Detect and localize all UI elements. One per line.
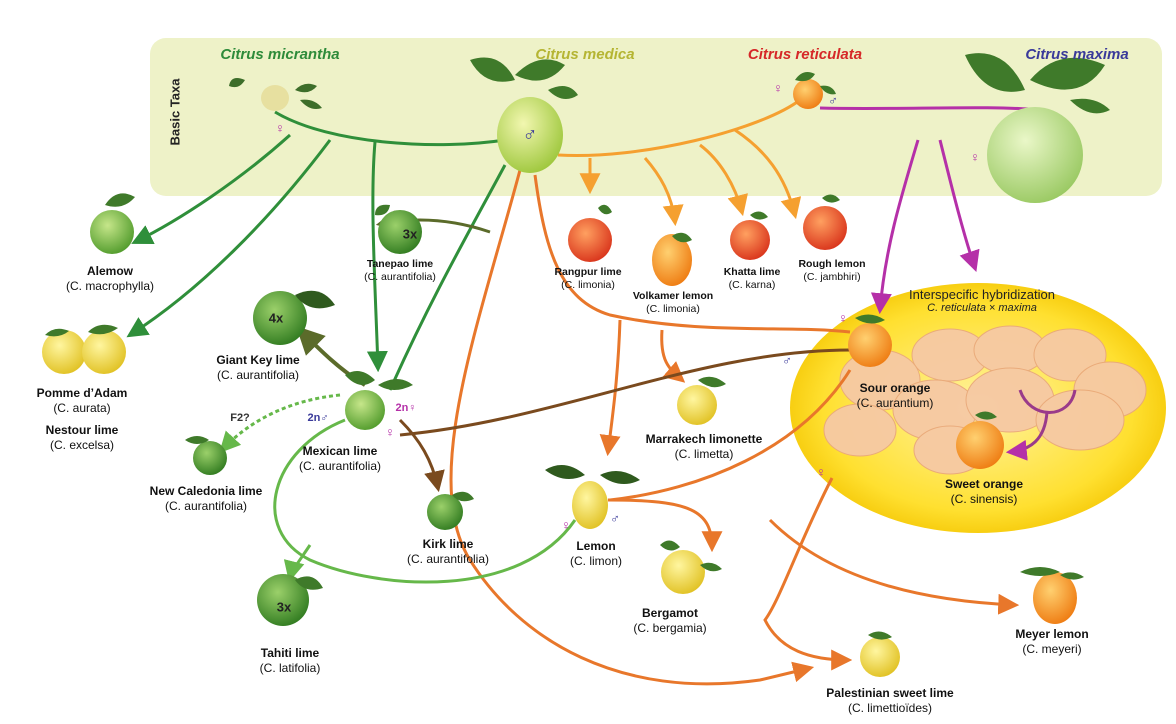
label-marrakech: Marrakech limonette(C. limetta) xyxy=(645,432,763,461)
taxon-micrantha: Citrus micrantha xyxy=(220,46,340,63)
label-mexican: Mexican lime(C. aurantifolia) xyxy=(298,444,382,473)
female-symbol: ♀ xyxy=(816,464,826,480)
taxon-medica: Citrus medica xyxy=(535,46,635,63)
taxon-reticulata: Citrus reticulata xyxy=(747,46,863,63)
fruit-bergamot xyxy=(660,540,722,594)
label-lemon: Lemon(C. limon) xyxy=(569,539,623,568)
female-symbol: ♀ xyxy=(970,149,980,165)
label-palestinian: Palestinian sweet lime(C. limettioïdes) xyxy=(826,686,954,715)
hybridization-subtitle: C. reticulata × maxima xyxy=(927,302,1037,314)
fruit-pomme xyxy=(42,324,126,374)
fruit-marrakech xyxy=(677,376,726,425)
male-symbol: ♂ xyxy=(828,92,838,108)
label-tanepao: Tanepao lime(C. aurantifolia) xyxy=(364,258,436,283)
male-symbol: ♂ xyxy=(610,510,620,526)
hybridization-box: Interspecific hybridization C. reticulat… xyxy=(909,287,1055,314)
label-giantkey: Giant Key lime(C. aurantifolia) xyxy=(216,353,300,382)
label-tahiti: Tahiti lime(C. latifolia) xyxy=(259,646,321,675)
female-symbol: ♀ xyxy=(838,310,848,326)
ploidy-tahiti: 3x xyxy=(276,599,292,615)
label-kirk: Kirk lime(C. aurantifolia) xyxy=(406,537,490,566)
fruit-rangpur xyxy=(568,204,612,262)
fruit-meyer xyxy=(1020,567,1084,624)
label-bergamot: Bergamot(C. bergamia) xyxy=(633,606,707,635)
fruit-sweet xyxy=(956,411,1004,469)
basic-taxa-band xyxy=(150,38,1162,196)
hybridization-title: Interspecific hybridization xyxy=(909,287,1055,302)
fruit-giantkey xyxy=(253,290,335,345)
fruit-micrantha xyxy=(229,78,322,111)
label-alemow: Alemow(C. macrophylla) xyxy=(65,264,155,293)
fruit-kirk xyxy=(427,491,474,530)
basic-taxa-label: Basic Taxa xyxy=(167,78,183,146)
female-symbol: ♀ xyxy=(275,120,285,136)
fruit-medica xyxy=(470,57,578,173)
fruit-volkamer xyxy=(652,232,692,286)
fruit-mexican xyxy=(345,371,413,430)
fruit-rough xyxy=(803,194,847,250)
fruit-sour xyxy=(848,314,892,367)
fruit-palestinian xyxy=(860,631,900,677)
fruit-khatta xyxy=(730,211,770,260)
female-symbol: ♀ xyxy=(561,517,571,533)
label-newcal: New Caledonia lime(C. aurantifolia) xyxy=(149,484,263,513)
ploidy-giantkey: 4x xyxy=(268,310,284,326)
ploidy-tanepao: 3x xyxy=(402,226,418,242)
label-pomme: Pomme d’Adam(C. aurata) xyxy=(36,386,128,415)
fruit-maxima xyxy=(965,53,1110,203)
female-symbol: ♀ xyxy=(385,424,395,440)
label-sweet: Sweet orange(C. sinensis) xyxy=(944,477,1024,506)
fruit-newcal xyxy=(185,436,227,475)
label-rough: Rough lemon(C. jambhiri) xyxy=(798,258,866,283)
label-rangpur: Rangpur lime(C. limonia) xyxy=(554,266,622,291)
fruit-lemon xyxy=(545,465,640,529)
female-symbol: ♀ xyxy=(773,80,783,96)
fruit-reticulata xyxy=(793,72,836,109)
f2-label: F2? xyxy=(230,412,250,424)
twon-male-symbol: 2n♂ xyxy=(307,412,329,424)
male-symbol: ♂ xyxy=(522,123,538,146)
label-khatta: Khatta lime(C. karna) xyxy=(723,266,781,291)
fruit-tanepao xyxy=(375,204,422,254)
male-symbol: ♂ xyxy=(782,352,792,368)
label-meyer: Meyer lemon(C. meyeri) xyxy=(1015,627,1089,656)
label-sour: Sour orange(C. aurantium) xyxy=(856,381,934,410)
fruit-alemow xyxy=(90,193,135,254)
label-nestour: Nestour lime(C. excelsa) xyxy=(45,423,119,452)
taxon-maxima: Citrus maxima xyxy=(1025,46,1129,63)
label-volkamer: Volkamer lemon(C. limonia) xyxy=(632,290,714,315)
twon-female-symbol: 2n♀ xyxy=(395,402,417,414)
sour-orange-cluster xyxy=(823,325,1147,475)
fruit-tahiti xyxy=(257,574,323,626)
